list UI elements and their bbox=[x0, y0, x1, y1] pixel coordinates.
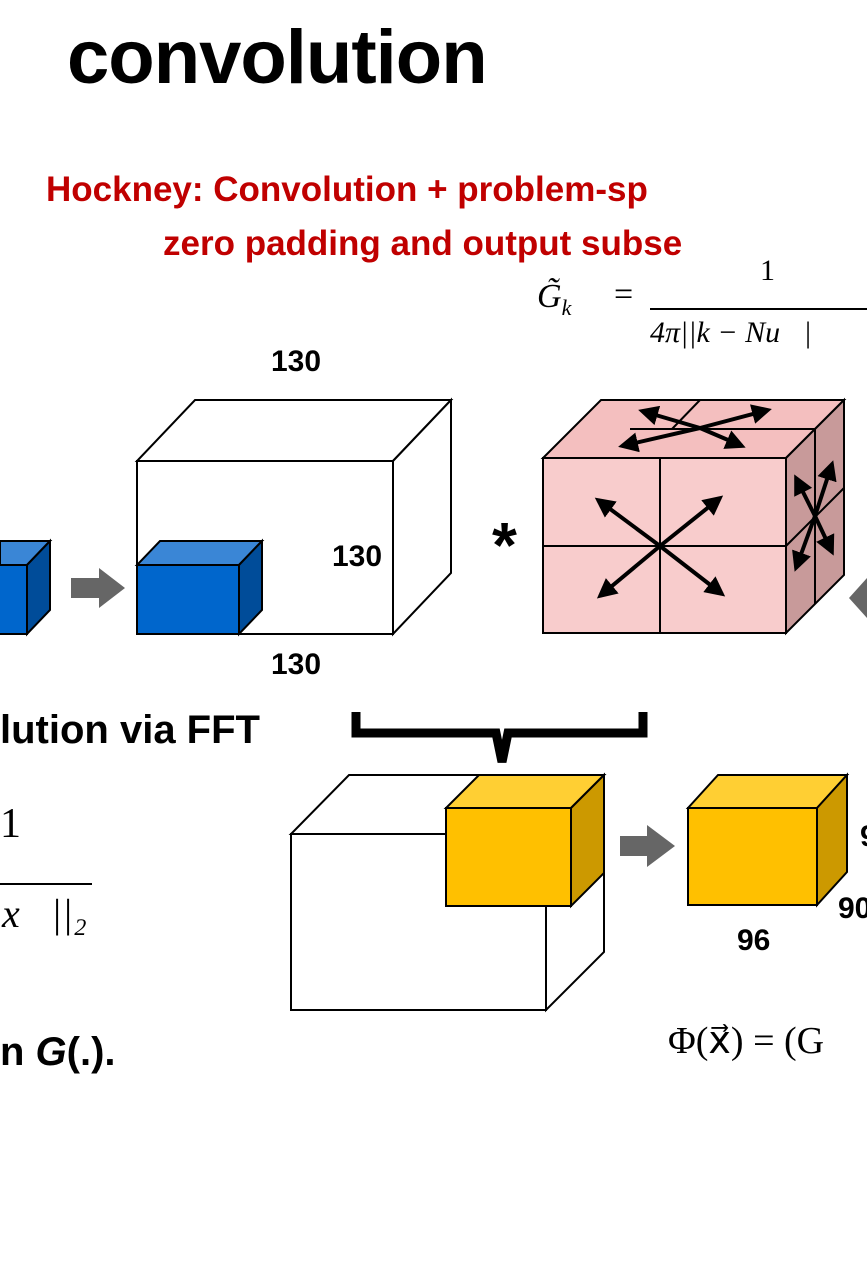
gk-equals: = bbox=[614, 276, 634, 313]
function-g-text: n G(.). bbox=[0, 1030, 116, 1075]
output-box-bottom-label: 96 bbox=[737, 924, 771, 957]
kernel-pink-cube bbox=[540, 397, 847, 636]
gk-denominator: 4π||k − Nu⃗| bbox=[650, 316, 812, 349]
function-prefix: n bbox=[0, 1030, 36, 1074]
arrow-input-to-padded bbox=[71, 568, 125, 608]
output-box-right-label: 90 bbox=[838, 892, 867, 925]
arrow-right-edge bbox=[849, 578, 867, 618]
padded-box-bottom-label: 130 bbox=[271, 648, 322, 681]
convolution-via-fft-text: lution via FFT bbox=[0, 708, 260, 752]
slide-title: convolution bbox=[67, 15, 488, 100]
fraction-numerator: 1 bbox=[0, 801, 21, 847]
result-gold-cube bbox=[443, 772, 607, 909]
convolution-star-symbol: * bbox=[492, 509, 517, 581]
padded-box-top-label: 130 bbox=[271, 345, 322, 378]
fraction-denominator: x⃗||₂ bbox=[2, 891, 87, 936]
phi-formula: Φ(x⃗) = (G bbox=[668, 1020, 825, 1062]
gk-numerator: 1 bbox=[760, 254, 775, 287]
arrow-result-to-output bbox=[620, 825, 675, 867]
function-suffix: (.). bbox=[66, 1030, 116, 1074]
gk-formula-lhs: G̃k bbox=[537, 278, 571, 321]
padded-blue-cube bbox=[134, 538, 265, 637]
brace bbox=[351, 712, 648, 763]
function-name: G bbox=[35, 1030, 67, 1074]
input-blue-cube bbox=[0, 538, 53, 637]
gk-subscript: k bbox=[561, 294, 572, 320]
padded-box-right-label: 130 bbox=[332, 540, 383, 573]
subtitle-line-1: Hockney: Convolution + problem-sp bbox=[46, 170, 648, 209]
output-box-right-top-label: 9 bbox=[860, 820, 867, 854]
output-gold-cube bbox=[685, 772, 850, 908]
subtitle-line-2: zero padding and output subse bbox=[163, 224, 683, 263]
gk-symbol: G̃ bbox=[537, 278, 562, 315]
